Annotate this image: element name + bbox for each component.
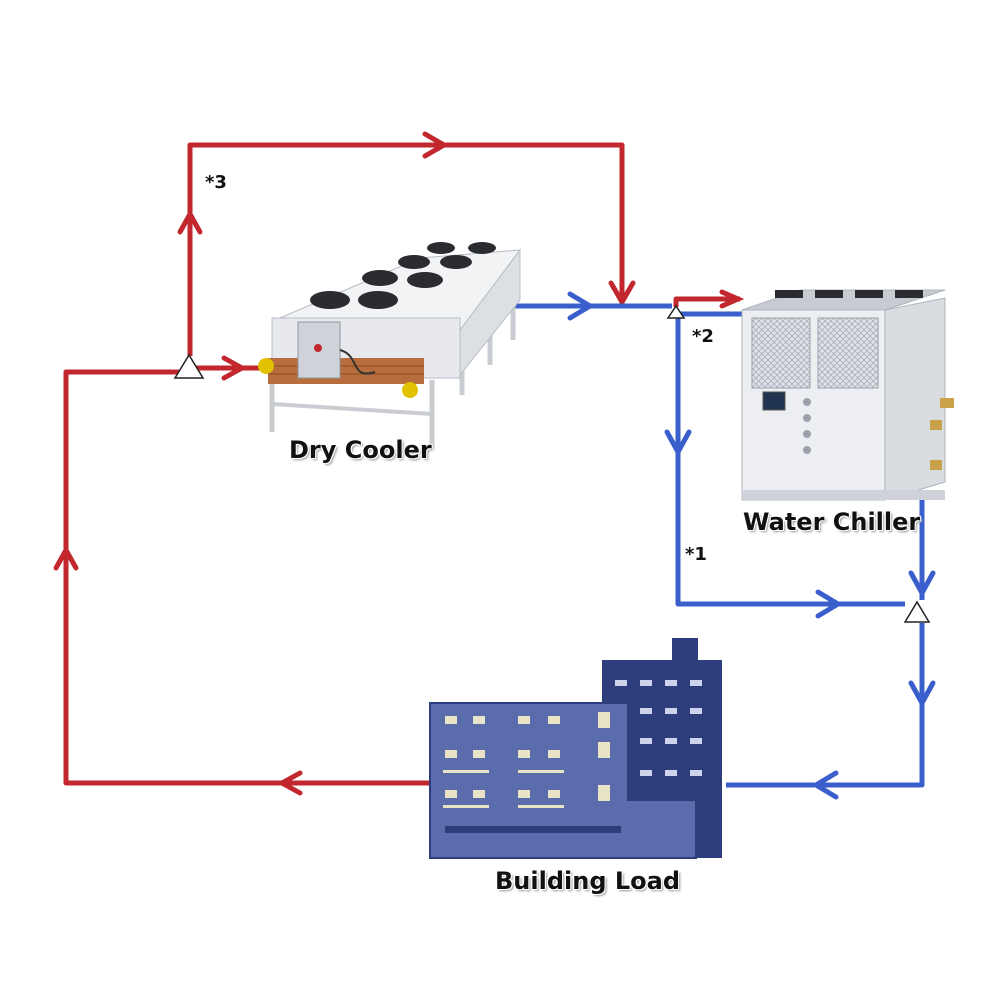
hot-arrow-down: [608, 280, 636, 307]
cold-loop-pipes: [500, 303, 925, 788]
cold-arrow-drycooler-out: [567, 291, 595, 321]
valve-1-icon: [903, 600, 931, 623]
marker-1: *1: [685, 544, 707, 565]
dry-cooler-label: Dry Cooler: [289, 436, 432, 464]
hot-return-pipe: [63, 369, 430, 786]
hot-to-chiller-pipe: [673, 296, 740, 307]
cold-flow-arrows: [567, 291, 936, 800]
water-chiller-label: Water Chiller: [743, 508, 921, 536]
hot-flow-arrows: [53, 131, 745, 796]
building-load-label: Building Load: [495, 867, 681, 895]
cold-arrow-supply-down2: [908, 680, 936, 709]
marker-2: *2: [692, 326, 714, 347]
hot-arrow-drycooler-in: [221, 355, 248, 381]
cold-to-building-pipe: [726, 623, 925, 788]
valve-3-icon: [173, 353, 205, 379]
cold-arrow-to-building: [811, 770, 839, 800]
hot-arrow-chiller-in: [719, 289, 745, 309]
hot-arrow-bottom: [276, 770, 303, 796]
building-load-illustration: [429, 638, 722, 859]
dry-cooler-illustration: [258, 242, 522, 447]
hot-bypass-pipe: [187, 142, 625, 356]
valves: [173, 304, 931, 623]
hot-loop-pipes: [63, 142, 740, 786]
hot-arrow-bypass-up: [177, 208, 203, 235]
cold-bypass-pipe: [675, 318, 905, 607]
hot-arrow-left: [53, 544, 79, 571]
marker-3: *3: [205, 172, 227, 193]
valve-2-icon: [666, 304, 686, 319]
cold-arrow-bypass-down: [664, 429, 692, 458]
hot-arrow-top: [422, 131, 449, 159]
cold-arrow-bypass-right: [815, 589, 843, 619]
water-chiller-illustration: [741, 289, 954, 501]
cold-arrow-supply-down1: [908, 570, 936, 599]
